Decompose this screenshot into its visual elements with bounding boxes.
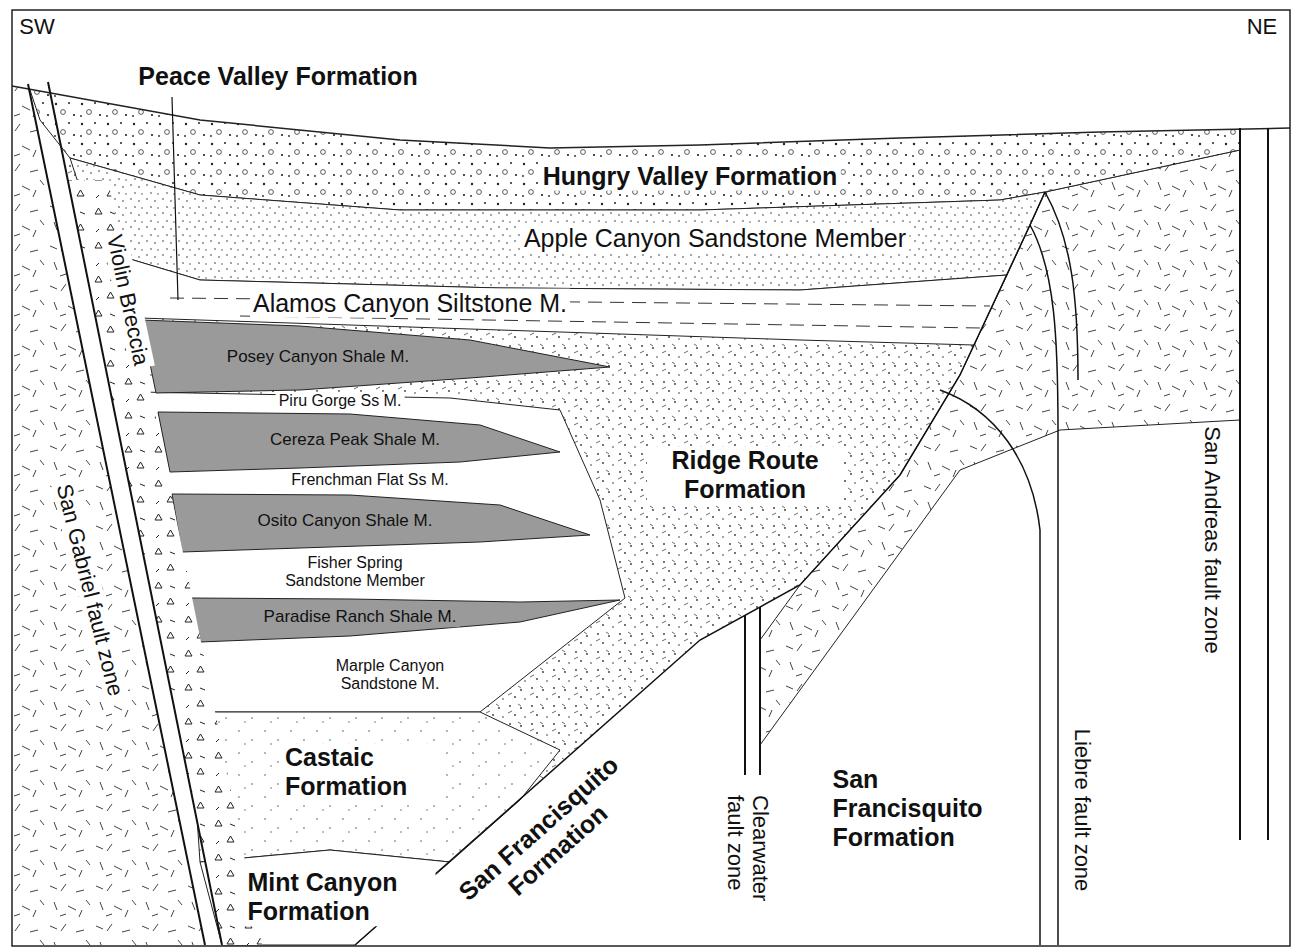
formation-label: San Francisquito Formation: [441, 739, 656, 938]
sandstone-label: Marple Canyon Sandstone M.: [307, 657, 473, 694]
fault-label: San Andreas fault zone: [1199, 423, 1224, 657]
apple-canyon-band: [70, 158, 1045, 290]
compass-label: NE: [1244, 14, 1281, 39]
breccia-wedge: [68, 180, 262, 945]
shale-label: Paradise Ranch Shale M.: [261, 607, 460, 627]
sandstone-label: Fisher Spring Sandstone Member: [270, 554, 441, 591]
shale-lens: [158, 412, 560, 472]
fault-label: Clearwater fault zone: [723, 792, 774, 928]
fault-label: Liebre fault zone: [1069, 726, 1094, 895]
breccia-label: Violin Breccia: [101, 229, 155, 370]
shale-label: Cereza Peak Shale M.: [267, 430, 443, 450]
shale-label: Osito Canyon Shale M.: [255, 511, 436, 531]
formation-label: Peace Valley Formation: [135, 62, 420, 91]
fault-label: San Gabriel fault zone: [51, 478, 130, 701]
formation-label: Hungry Valley Formation: [540, 162, 841, 191]
formation-label: San Francisquito Formation: [830, 765, 1011, 851]
shale-lens: [190, 598, 620, 642]
shale-label: Posey Canyon Shale M.: [224, 347, 412, 367]
shale-lens: [172, 494, 590, 552]
fault-line: [28, 82, 222, 945]
formation-label: Mint Canyon Formation: [245, 868, 436, 926]
leader-line: [172, 97, 178, 300]
member-label: Alamos Canyon Siltstone M.: [250, 289, 570, 318]
formation-label: Ridge Route Formation: [647, 446, 843, 504]
frame: [12, 10, 1290, 946]
sandstone-label: Frenchman Flat Ss M.: [288, 471, 451, 489]
sandstone-tongues: [140, 392, 625, 712]
member-label: Apple Canyon Sandstone Member: [521, 224, 909, 253]
compass-label: SW: [16, 14, 57, 39]
fault-line: [745, 607, 760, 775]
sandstone-label: Piru Gorge Ss M.: [276, 392, 405, 410]
ground-surface: [12, 86, 1290, 148]
fault-line: [1240, 128, 1268, 840]
sky: [0, 0, 1297, 148]
formation-label: Castaic Formation: [282, 743, 438, 801]
shale-lens: [141, 320, 610, 393]
